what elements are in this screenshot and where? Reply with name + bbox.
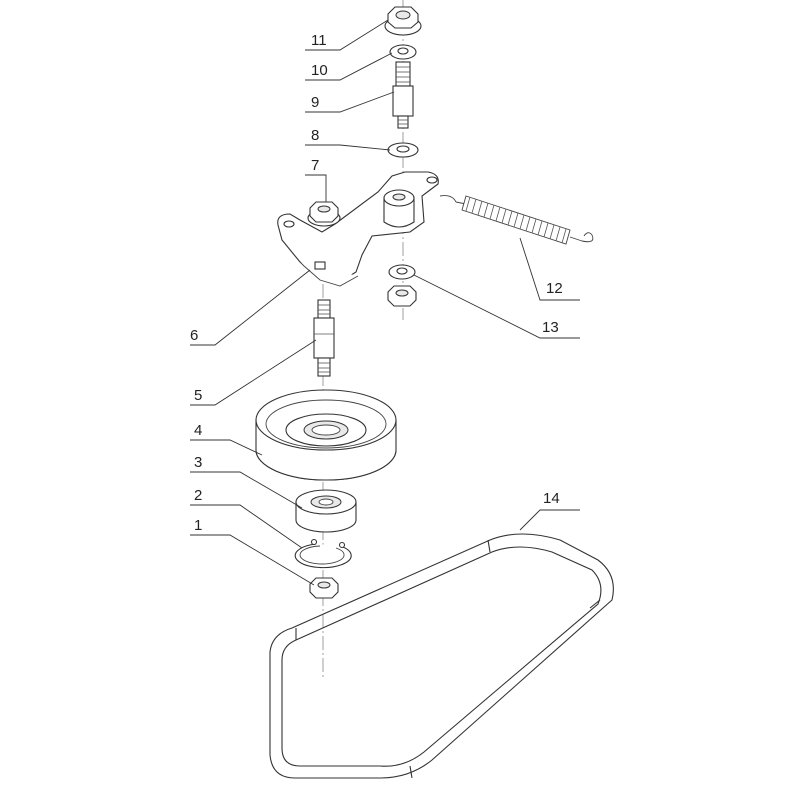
callout-labels: 11 10 9 8 7 6 5 4 3 2 1 12 13 14 <box>190 32 563 534</box>
part-10-washer <box>389 44 417 60</box>
callout-4: 4 <box>194 422 202 439</box>
callout-13: 13 <box>542 319 559 336</box>
part-14-drive-belt <box>269 533 614 779</box>
part-6-idler-arm <box>277 171 439 287</box>
part-9-spacer-bolt <box>392 61 414 129</box>
part-7-flange-nut <box>307 201 341 227</box>
callout-12: 12 <box>546 280 563 297</box>
leader-lines <box>190 19 580 586</box>
spring-coils <box>461 195 571 245</box>
part-8-flat-washer <box>387 142 419 158</box>
part-3-ball-bearing <box>295 489 357 533</box>
callout-5: 5 <box>194 387 202 404</box>
callout-2: 2 <box>194 487 202 504</box>
callout-1: 1 <box>194 517 202 534</box>
part-12-tension-spring <box>439 195 594 245</box>
callout-10: 10 <box>311 62 328 79</box>
callout-14: 14 <box>543 490 560 507</box>
part-2-snap-ring <box>294 538 352 569</box>
callout-6: 6 <box>190 327 198 344</box>
part-5-shaft-bolt <box>313 299 335 377</box>
part-11-flange-nut <box>384 6 422 36</box>
part-1-lock-nut <box>309 577 339 599</box>
callout-11: 11 <box>311 32 327 49</box>
center-axes <box>322 0 404 680</box>
callout-7: 7 <box>311 157 319 174</box>
callout-8: 8 <box>311 127 319 144</box>
part-4-idler-pulley <box>255 389 397 481</box>
part-13-washer-nut <box>387 264 417 307</box>
callout-3: 3 <box>194 454 202 471</box>
callout-9: 9 <box>311 94 319 111</box>
